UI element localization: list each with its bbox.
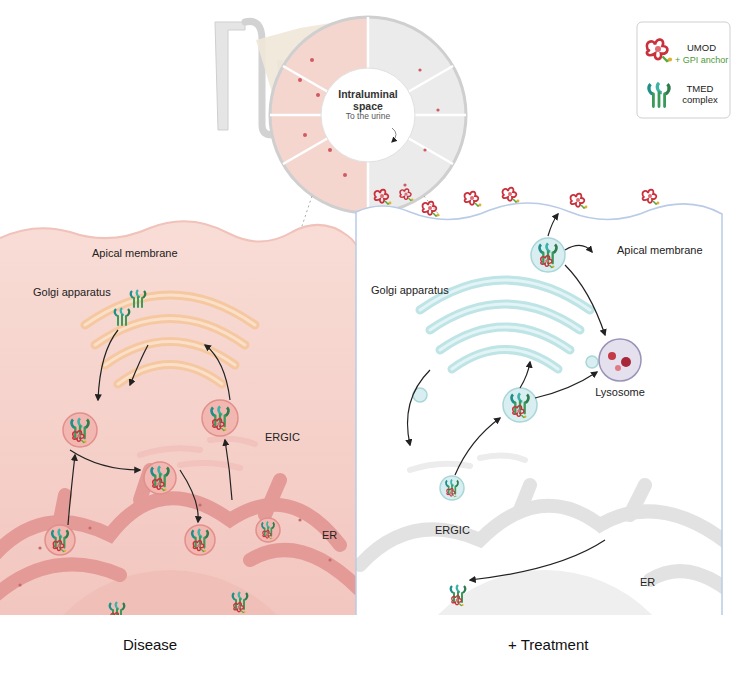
panel-title: Disease — [123, 636, 177, 653]
membrane-label: Apical membrane — [617, 244, 703, 257]
legend-text: UMOD — [687, 43, 716, 54]
legend-text: + GPI anchor — [675, 55, 728, 65]
legend-text: TMED complex — [679, 84, 721, 106]
membrane-label: Apical membrane — [92, 247, 178, 260]
lysosome: Lysosome — [590, 336, 650, 399]
organelle-label: Golgi apparatus — [33, 286, 111, 299]
organelle-label: ER — [640, 576, 655, 589]
panel-title: + Treatment — [508, 636, 588, 653]
region-title: Intraluminal space — [323, 88, 413, 112]
organelle-label: Lysosome — [590, 386, 650, 399]
organelle-label: Golgi apparatus — [371, 284, 449, 297]
organelle-label: ERGIC — [435, 524, 470, 537]
region-subtitle: To the urine — [323, 112, 413, 122]
lysosome-shape — [590, 336, 650, 386]
organelle-label: ERGIC — [265, 431, 300, 444]
lumen-circle: Intraluminal spaceTo the urine — [323, 88, 413, 122]
organelle-label: ER — [322, 529, 337, 542]
